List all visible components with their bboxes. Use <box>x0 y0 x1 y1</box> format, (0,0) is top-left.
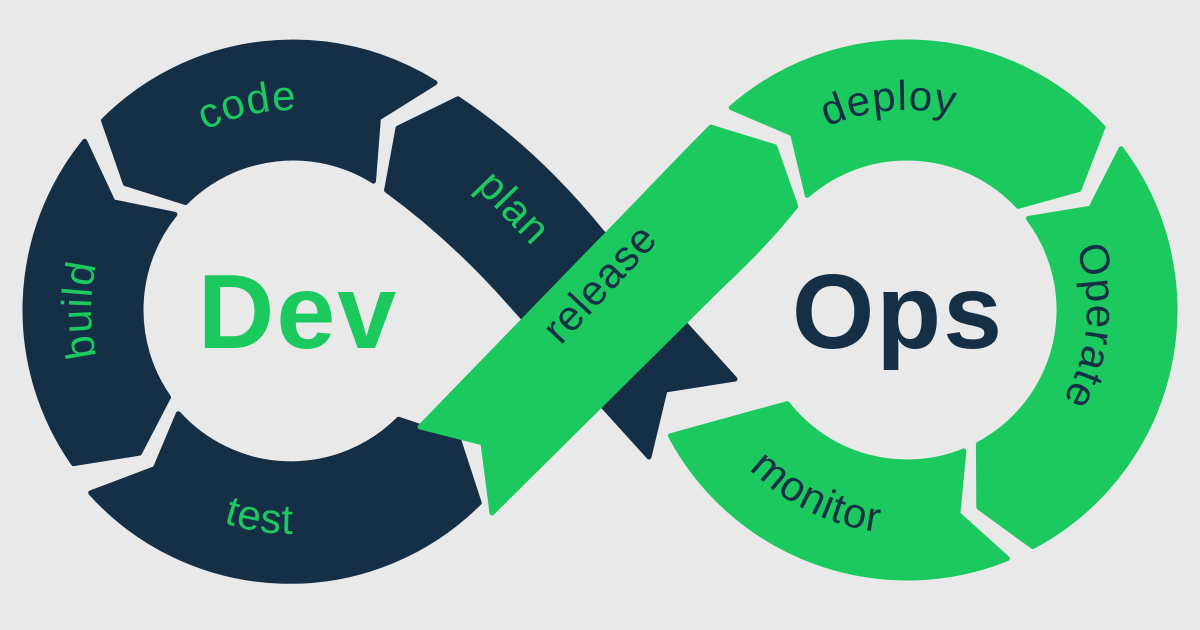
label-test: test <box>221 486 295 543</box>
dev-loop-test-segment <box>88 411 482 584</box>
ops-title: Ops <box>792 253 1004 371</box>
dev-title: Dev <box>198 253 398 371</box>
label-build: build <box>53 257 105 363</box>
ops-loop-operate-segment <box>975 146 1178 550</box>
plan-ribbon-shape <box>384 96 738 460</box>
ops-loop-monitor-segment <box>667 401 1010 581</box>
dev-loop-code-segment <box>101 39 438 205</box>
dev-loop-build-segment <box>22 138 178 467</box>
ops-loop-deploy-segment <box>728 39 1106 209</box>
release-ribbon-shape <box>417 124 799 516</box>
